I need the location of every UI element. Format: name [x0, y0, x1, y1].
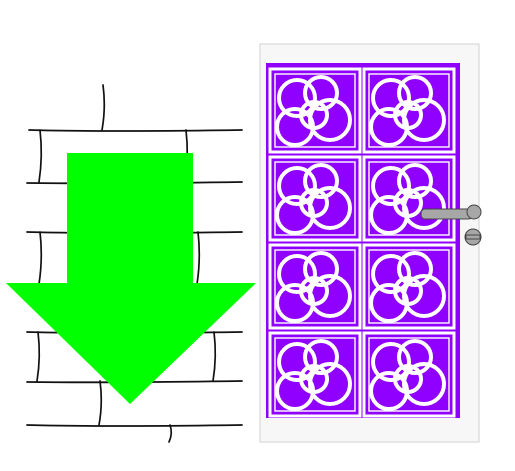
door-lock-slot — [465, 234, 481, 240]
brick-edge — [38, 231, 43, 285]
door-tile — [362, 155, 456, 242]
door-tile-circle — [397, 75, 433, 111]
door-tile-inner-border — [368, 161, 450, 236]
door-tile-border — [268, 155, 362, 242]
door-tile-circle — [397, 339, 433, 375]
door-tile — [268, 67, 362, 154]
door-tile-inner-border — [274, 249, 356, 324]
door-tile-circle — [371, 254, 411, 294]
door-lock-icon[interactable] — [464, 228, 482, 246]
door-handle-rosette — [466, 204, 482, 220]
door-tile-circle — [299, 364, 329, 394]
door-tile-circle — [277, 342, 317, 382]
door-tile-circle — [303, 251, 339, 287]
door-tile-border — [268, 67, 362, 154]
door-tile — [362, 331, 456, 418]
door-tile-circle — [371, 78, 411, 118]
door-tile-inner-border — [274, 161, 356, 236]
door-tile-inner-border — [274, 73, 356, 148]
door-handle-lever — [420, 208, 474, 220]
door-tile-circle — [299, 188, 329, 218]
door-tile-border — [362, 155, 456, 242]
door-tile-inner-border — [368, 337, 450, 412]
door-tile-inner-border — [368, 249, 450, 324]
door-tile-circle — [299, 276, 329, 306]
brick-edge — [101, 84, 106, 131]
door-handle-icon[interactable] — [420, 204, 482, 220]
door-tile-circle — [303, 163, 339, 199]
door-tile-circle — [371, 166, 411, 206]
brick-edge — [196, 231, 201, 285]
brick-mortar-line — [28, 129, 243, 132]
door-tile-circle — [397, 251, 433, 287]
door-tile — [268, 243, 362, 330]
door-tile-border — [362, 331, 456, 418]
door-tile-inner-border — [368, 73, 450, 148]
brick-edge — [168, 424, 173, 443]
door-tile — [362, 243, 456, 330]
door-tile-border — [362, 67, 456, 154]
arrow-down-icon — [6, 153, 256, 404]
brick-edge — [36, 331, 41, 382]
door-tile-border — [362, 243, 456, 330]
door-tile — [362, 67, 456, 154]
door-tile-border — [268, 331, 362, 418]
brick-edge — [98, 380, 103, 426]
door-tile-circle — [299, 100, 329, 130]
brick-edge — [38, 129, 43, 183]
door-tile-circle — [303, 339, 339, 375]
brick-mortar-line — [26, 424, 243, 427]
door-tile-circle — [393, 188, 423, 218]
door-tile-circle — [277, 78, 317, 118]
door-tile-circle — [277, 254, 317, 294]
door-pattern — [268, 67, 456, 418]
door-tile-circle — [277, 166, 317, 206]
door-tile — [268, 331, 362, 418]
door-tile-circle — [393, 100, 423, 130]
door-tile — [268, 155, 362, 242]
door-tile-circle — [393, 276, 423, 306]
door-tile-circle — [371, 342, 411, 382]
door-tile-inner-border — [274, 337, 356, 412]
door-icon[interactable] — [259, 43, 482, 443]
door-tile-circle — [303, 75, 339, 111]
door-tile-border — [268, 243, 362, 330]
brick-edge — [212, 331, 217, 382]
door-tile-circle — [393, 364, 423, 394]
door-tile-circle — [397, 163, 433, 199]
